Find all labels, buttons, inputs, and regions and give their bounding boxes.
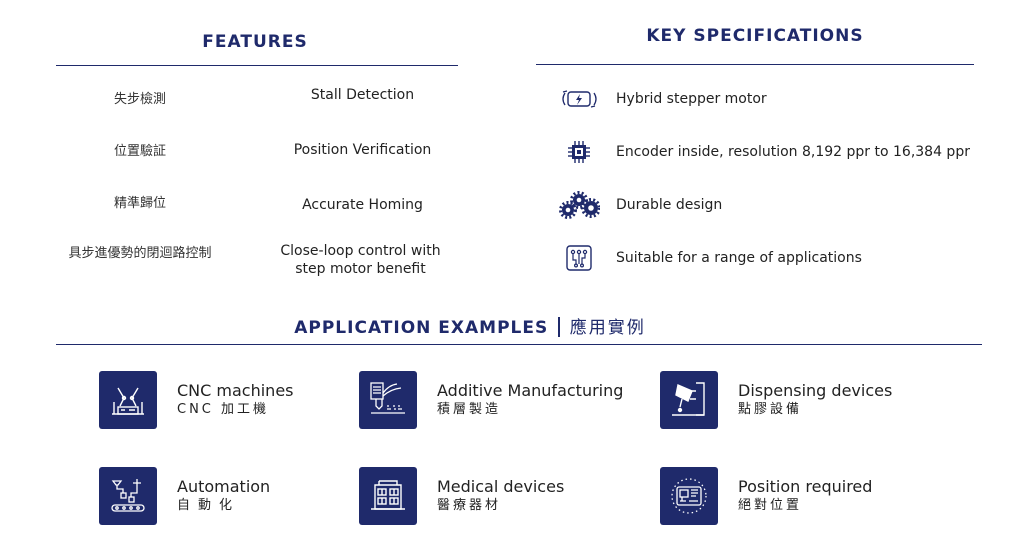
encoder-chip-icon [558,137,600,167]
feature-zh-stall: 失步檢測 [113,92,166,107]
spec-text-durable: Durable design [616,197,723,213]
specs-divider [536,64,974,65]
applications-title-zh: 應用實例 [569,318,646,338]
spec-text-applications: Suitable for a range of applications [616,250,862,266]
applications-divider [56,344,982,345]
app-en-automation: Automation [177,477,271,496]
specs-heading: Key Specifications [590,26,920,46]
feature-en-closeloop-line2: step motor benefit [295,261,426,277]
features-divider [56,65,458,66]
app-item-cnc: CNC machines CNC 加工機 [99,371,294,429]
features-heading: Features [130,32,380,52]
applications-title-en: Application Examples [294,318,549,338]
applications-heading: Application Examples 應用實例 [230,313,710,338]
app-zh-position: 絕對位置 [738,498,803,513]
dispenser-icon [660,371,718,429]
feature-en-stall: Stall Detection [310,87,415,103]
feature-zh-homing: 精準歸位 [113,196,166,211]
app-item-position: Position required 絕對位置 [660,467,872,525]
app-en-position: Position required [738,477,873,496]
applications-title-separator [558,317,560,337]
spec-text-motor: Hybrid stepper motor [616,91,767,107]
features-title: Features [202,32,308,52]
automation-icon [99,467,157,525]
feature-zh-position: 位置驗証 [113,144,166,159]
app-en-medical: Medical devices [437,477,565,496]
feature-en-closeloop-line1: Close-loop control with [280,243,441,259]
hybrid-motor-icon [558,84,600,114]
position-chip-icon [660,467,718,525]
app-zh-additive: 積層製造 [437,402,502,417]
spec-row-durable: Durable design [558,189,722,221]
feature-en-closeloop: Close-loop control with step motor benef… [258,242,463,278]
app-zh-cnc: CNC 加工機 [177,402,270,417]
gears-icon [558,190,600,220]
app-item-additive: Additive Manufacturing 積層製造 [359,371,623,429]
3d-printer-icon [359,371,417,429]
circuit-board-icon [558,243,600,273]
app-item-dispensing: Dispensing devices 點膠設備 [660,371,892,429]
specs-title: Key Specifications [646,26,864,46]
app-zh-medical: 醫療器材 [437,498,502,513]
spec-row-encoder: Encoder inside, resolution 8,192 ppr to … [558,136,970,168]
feature-zh-closeloop: 具步進優勢的閉迴路控制 [68,246,212,261]
spec-text-encoder: Encoder inside, resolution 8,192 ppr to … [616,144,970,160]
app-en-dispensing: Dispensing devices [738,381,893,400]
hospital-icon [359,467,417,525]
feature-en-homing: Accurate Homing [302,197,423,213]
spec-row-motor: Hybrid stepper motor [558,83,767,115]
app-item-medical: Medical devices 醫療器材 [359,467,564,525]
spec-row-applications: Suitable for a range of applications [558,242,862,274]
app-en-additive: Additive Manufacturing [437,381,624,400]
app-zh-automation: 自動化 [177,498,241,513]
app-item-automation: Automation 自動化 [99,467,270,525]
app-zh-dispensing: 點膠設備 [738,402,803,417]
feature-en-position: Position Verification [293,142,432,158]
cnc-machine-icon [99,371,157,429]
app-en-cnc: CNC machines [177,381,294,400]
